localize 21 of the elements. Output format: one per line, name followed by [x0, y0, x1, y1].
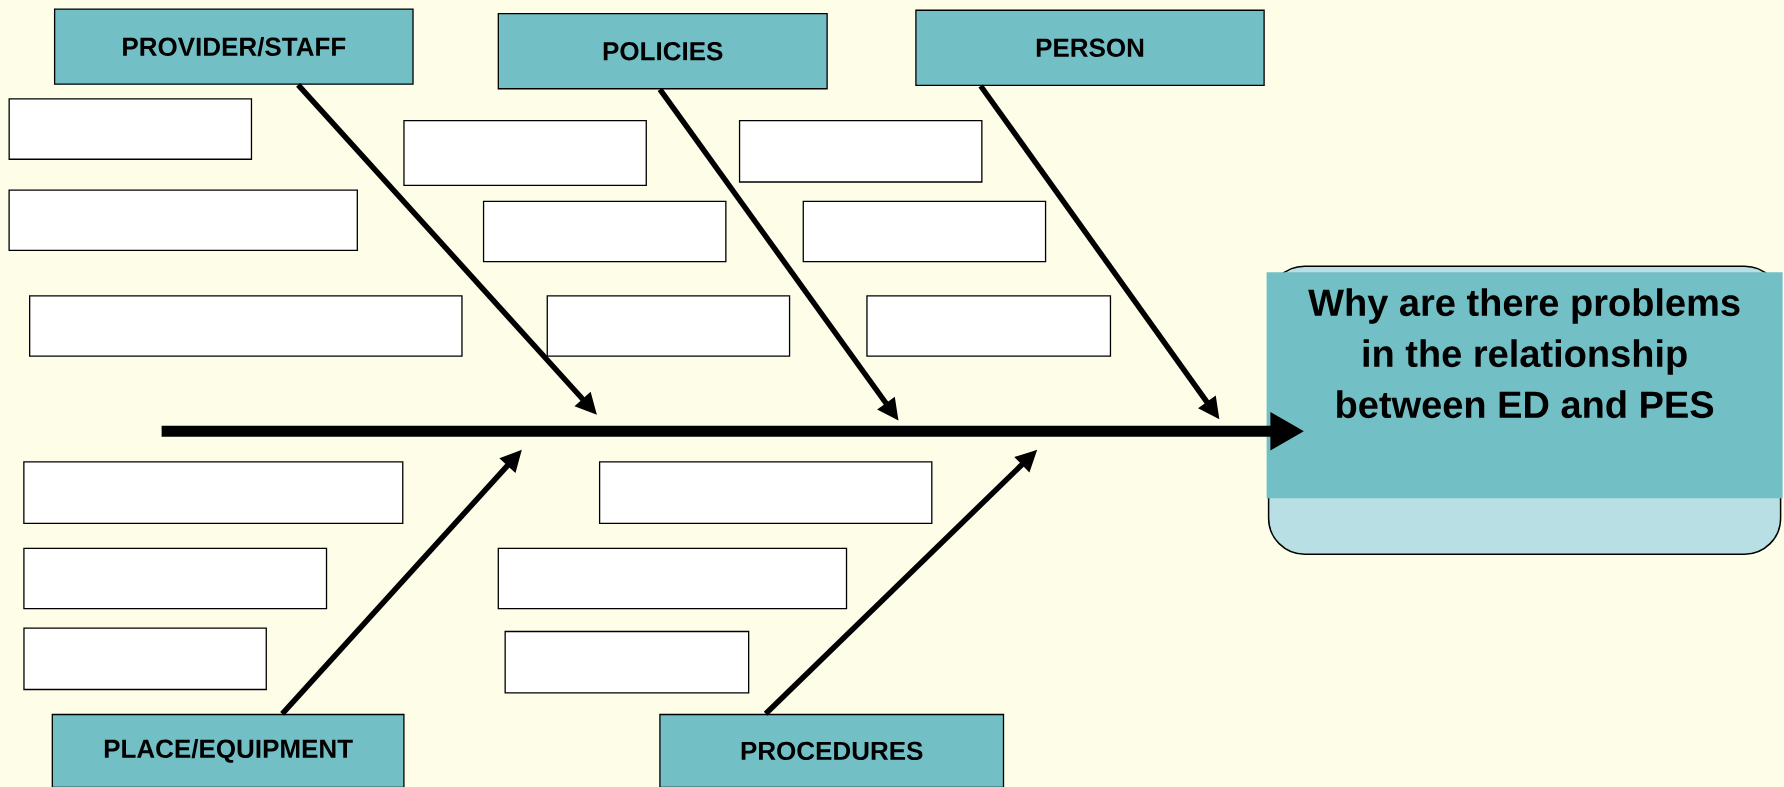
category-box: PROVIDER/STAFF	[53, 8, 414, 85]
category-box: PLACE/EQUIPMENT	[51, 713, 405, 787]
category-box: POLICIES	[497, 13, 828, 90]
blank-box	[23, 461, 404, 524]
blank-box	[8, 98, 253, 160]
blank-box	[23, 547, 328, 610]
blank-box	[497, 547, 848, 610]
blank-box	[29, 295, 463, 357]
blank-box	[8, 189, 358, 251]
effect-box: Why are there problems in the relationship between ED and PES	[1266, 265, 1783, 555]
blank-box	[802, 200, 1047, 263]
blank-box	[866, 295, 1112, 357]
blank-box	[738, 119, 983, 183]
category-box: PERSON	[915, 9, 1265, 86]
blank-box	[403, 119, 647, 187]
category-box: PROCEDURES	[659, 713, 1005, 787]
blank-box	[598, 461, 933, 524]
blank-box	[23, 627, 267, 691]
blank-box	[482, 200, 727, 263]
blank-box	[546, 295, 791, 357]
blank-box	[504, 630, 750, 694]
